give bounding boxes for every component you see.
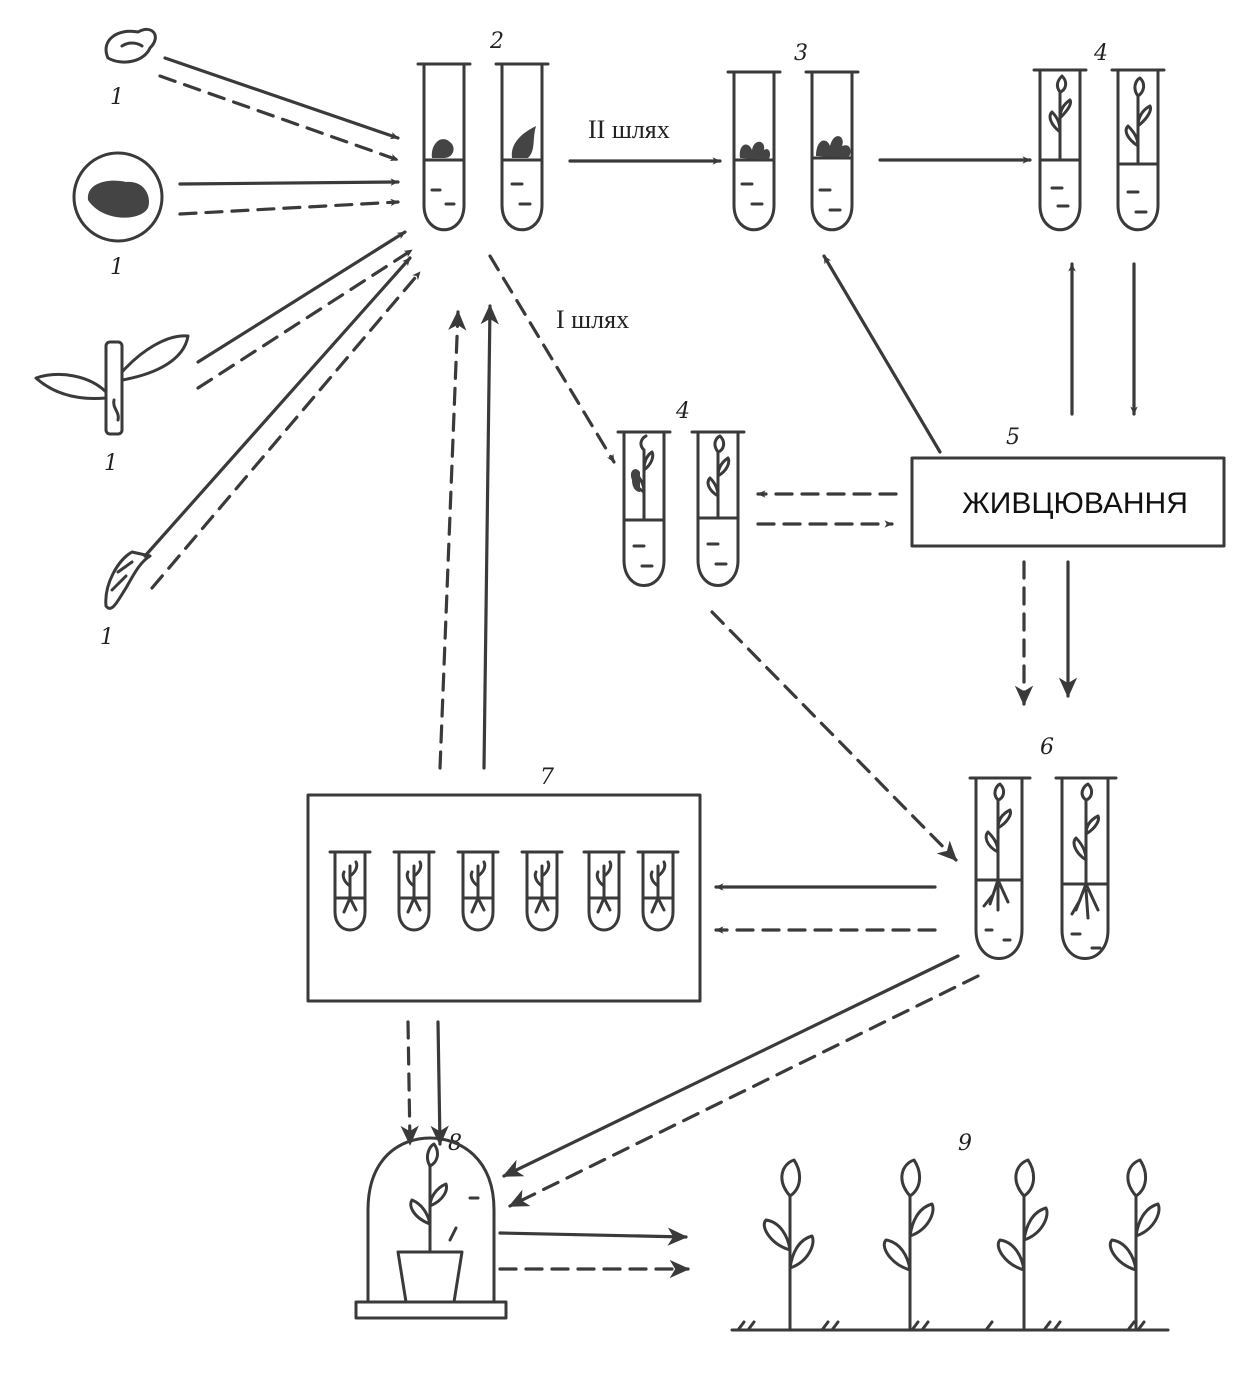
box-7-number: 7	[540, 765, 554, 790]
arrows-6-to-7	[714, 883, 937, 934]
explant-stem-segment	[34, 334, 190, 436]
explant-leaf-fragment	[104, 550, 152, 610]
arrow-4-to-6	[710, 610, 958, 862]
box-5-number: 5	[1006, 425, 1020, 450]
stage-label-4-top: 4	[1093, 41, 1108, 66]
explant-tissue-dish	[72, 151, 164, 243]
stage-label-6: 6	[1040, 735, 1054, 760]
route-two-label: II шлях	[588, 115, 670, 144]
bell-jar-with-plant	[354, 1136, 508, 1320]
stage-4-top-tubes	[1032, 68, 1166, 232]
arrows-8-to-9	[498, 1227, 690, 1279]
stage-4-middle-tubes	[616, 430, 746, 587]
explant-label-3: 1	[104, 451, 118, 476]
explant-label-4: 1	[100, 625, 114, 650]
route-one-label: I шлях	[556, 305, 629, 334]
explant-seed	[104, 27, 157, 64]
cuttings-box	[910, 456, 1226, 548]
arrows-7-to-2	[438, 304, 499, 770]
box-5-arrows	[756, 254, 1138, 706]
stage-label-3: 3	[794, 41, 808, 66]
stage-label-9: 9	[958, 1131, 972, 1156]
stage-2-tubes	[416, 62, 550, 232]
explant-label-2: 1	[110, 255, 124, 280]
stage-label-2: 2	[489, 29, 504, 54]
box-7-tubes	[328, 850, 680, 932]
explant-arrows	[143, 56, 422, 590]
field-plants	[730, 1158, 1170, 1332]
arrows-7-to-8	[400, 1020, 449, 1146]
stage-3-tubes	[726, 70, 860, 232]
multiplication-box	[306, 793, 702, 1003]
explant-label-1: 1	[110, 85, 124, 110]
arrow-2-to-4-route-one	[488, 254, 616, 464]
stage-6-tubes	[968, 776, 1118, 960]
cuttings-label: ЖИВЦЮВАННЯ	[962, 487, 1188, 520]
arrows-6-to-8	[502, 954, 980, 1208]
stage-label-4-middle: 4	[675, 399, 690, 424]
